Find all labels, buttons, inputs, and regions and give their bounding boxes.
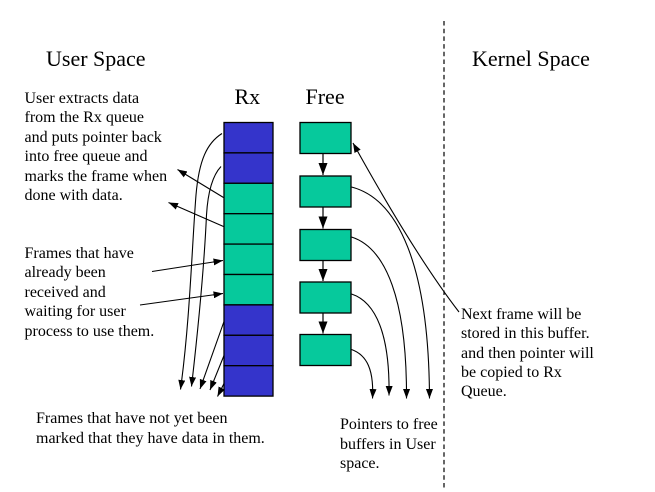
arrow-rx-cell7-to-not-marked-note [199, 321, 225, 390]
arrow-rx-cell4-to-extract-note [168, 201, 224, 228]
rx-queue-cell-5-filled [223, 243, 274, 276]
arrow-rx-cell8-to-not-marked-note [209, 355, 225, 391]
annotation-frames-received: Frames that have already been received a… [24, 244, 155, 340]
rx-queue-cell-8-empty [223, 334, 274, 367]
free-queue-box-3 [299, 228, 352, 262]
arrow-free-box4-to-pointers-note [351, 293, 393, 396]
annotation-next-frame: Next frame will be stored in this buffer… [461, 305, 594, 401]
free-queue-column [299, 121, 352, 367]
arrow-free-box3-to-pointers-note [351, 236, 411, 399]
arrow-rx-cell3-to-extract-note [177, 169, 224, 198]
free-queue-label: Free [305, 84, 345, 109]
kernel-space-title: Kernel Space [472, 45, 590, 71]
rx-queue-cell-1-empty [223, 121, 274, 154]
rx-queue-cell-7-empty [223, 304, 274, 336]
rx-queue-cell-4-filled [223, 213, 274, 245]
arrow-free-box5-to-pointers-note [351, 348, 377, 399]
annotation-pointers-free-buffers: Pointers to free buffers in User space. [340, 416, 438, 473]
free-queue-box-1 [299, 121, 352, 155]
rx-queue-label: Rx [234, 84, 261, 109]
arrow-free-box2-to-pointers-note [351, 186, 433, 399]
rx-queue-cell-9-empty [223, 365, 274, 397]
free-queue-box-4 [299, 281, 352, 314]
free-queue-box-2 [299, 175, 352, 208]
arrow-next-frame-note-to-free-box1 [352, 142, 460, 313]
free-queue-box-5 [299, 333, 352, 367]
arrow-received-note-to-rx-cell5 [151, 258, 224, 273]
rx-queue-cell-6-filled [223, 273, 274, 306]
arrow-rx-cell9-to-not-marked-note [217, 383, 225, 397]
arrow-received-note-to-rx-cell6 [139, 291, 224, 306]
rx-queue-column [223, 121, 274, 397]
annotation-frames-not-marked: Frames that have not yet been marked tha… [36, 410, 265, 447]
user-space-title: User Space [46, 46, 146, 71]
rx-queue-cell-2-empty [223, 152, 274, 184]
annotation-user-extracts: User extracts data from the Rx queue and… [24, 89, 168, 204]
rx-queue-cell-3-filled [223, 182, 274, 215]
arrow-rx-cell2-to-not-marked-note [189, 166, 222, 387]
arrow-rx-cell1-to-not-marked-note [178, 133, 223, 390]
